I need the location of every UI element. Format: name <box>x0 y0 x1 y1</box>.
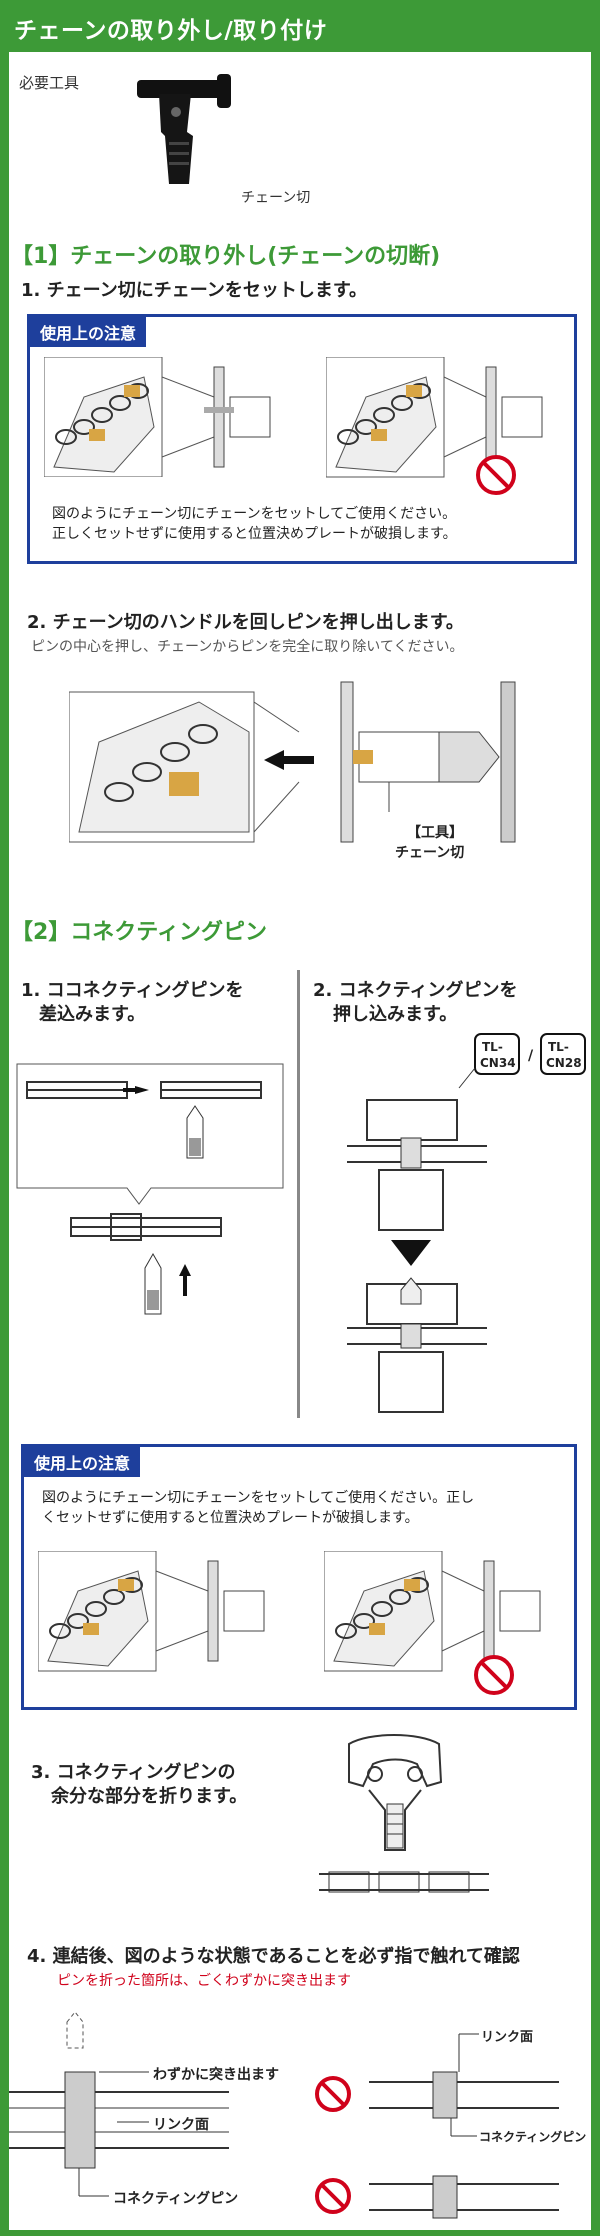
incorrect-set-illustration-2 <box>324 1551 541 1695</box>
tool-callout-2: チェーン切 <box>395 845 465 861</box>
section1-step1: 1. チェーン切にチェーンをセットします。 <box>21 280 368 301</box>
caution-label-2: 使用上の注意 <box>24 1447 141 1477</box>
final-state-illustration <box>9 2011 229 2197</box>
tools-label: 必要工具 <box>19 74 80 92</box>
tl-tag-a <box>474 1033 520 1075</box>
caution-label-1: 使用上の注意 <box>30 317 147 347</box>
callout-pin: コネクティングピン <box>113 2191 239 2207</box>
callout-protrude: わずかに突き出ます <box>153 2067 279 2083</box>
section2-heading: 【2】コネクティングピン <box>11 920 267 945</box>
step3-line2: 余分な部分を折ります。 <box>51 1786 248 1807</box>
caution-text-2b: くセットせずに使用すると位置決めプレートが破損します。 <box>42 1510 419 1526</box>
tool-callout-1: 【工具】 <box>407 825 463 841</box>
section1-step2: 2. チェーン切のハンドルを回しピンを押し出します。 <box>27 612 464 633</box>
tag-a-line2: CN34 <box>480 1056 516 1070</box>
tag-b-line1: TL- <box>548 1040 569 1054</box>
section1-step2-desc: ピンの中心を押し、チェーンからピンを完全に取り除いてください。 <box>31 639 464 655</box>
arrow-left-icon <box>264 750 314 770</box>
left-step-line1: 1. ココネクティングピンを <box>21 980 244 1001</box>
correct-set-illustration-2 <box>38 1551 265 1672</box>
step3-line1: 3. コネクティングピンの <box>31 1762 236 1783</box>
connecting-pin-insert-illustration <box>16 1063 284 1315</box>
step4-warning: ピンを折った箇所は、ごくわずかに突き出ます <box>57 1973 351 1989</box>
pin-break-illustration <box>319 1734 489 1893</box>
section1-heading: 【1】チェーンの取り外し(チェーンの切断) <box>11 244 441 269</box>
prohibited-icon <box>474 1655 514 1695</box>
tl-tag-b <box>540 1033 586 1075</box>
caution-box-1: 使用上の注意 <box>27 314 577 564</box>
callout-link-right: リンク面 <box>481 2030 534 2045</box>
column-divider <box>297 970 300 1418</box>
caution-box-2: 使用上の注意 図のようにチェーン切にチェーンをセットしてご使用ください。正し く… <box>21 1444 577 1710</box>
caution-text-1a: 図のようにチェーン切にチェーンをセットしてご使用ください。 <box>52 506 457 522</box>
callout-link: リンク面 <box>153 2117 209 2133</box>
connecting-pin-push-illustration <box>347 1033 586 1413</box>
content-panel: 必要工具 チェーン切 【1】チェーンの取り外し(チェーンの切断) 1. チェーン… <box>9 52 591 2230</box>
correct-set-illustration <box>44 357 271 477</box>
pin-pushout-illustration <box>69 681 516 843</box>
tool-name: チェーン切 <box>241 190 311 206</box>
incorrect-states-illustration <box>315 2033 559 2219</box>
arrow-up-icon <box>179 1264 191 1296</box>
tag-b-line2: CN28 <box>546 1056 582 1070</box>
prohibited-icon <box>315 2076 351 2112</box>
callout-pin-right: コネクティングピン <box>479 2130 587 2144</box>
prohibited-icon <box>476 455 516 495</box>
title-bar: チェーンの取り外し/取り付け <box>0 0 600 52</box>
right-step-line1: 2. コネクティングピンを <box>313 980 518 1001</box>
caution-text-2a: 図のようにチェーン切にチェーンをセットしてご使用ください。正し <box>42 1490 475 1506</box>
prohibited-icon <box>315 2178 351 2214</box>
page-title: チェーンの取り外し/取り付け <box>14 18 328 44</box>
arrow-right-icon <box>123 1086 149 1094</box>
incorrect-set-illustration <box>326 357 543 495</box>
caution-text-1b: 正しくセットせずに使用すると位置決めプレートが破損します。 <box>52 526 457 542</box>
right-step-line2: 押し込みます。 <box>333 1004 458 1025</box>
triangle-down-icon <box>391 1240 431 1266</box>
tag-separator: / <box>528 1048 534 1064</box>
chain-tool-icon <box>137 74 231 184</box>
left-step-line2: 差込みます。 <box>39 1004 146 1025</box>
step4-text: 4. 連結後、図のような状態であることを必ず指で触れて確認 <box>27 1946 520 1967</box>
tag-a-line1: TL- <box>482 1040 503 1054</box>
